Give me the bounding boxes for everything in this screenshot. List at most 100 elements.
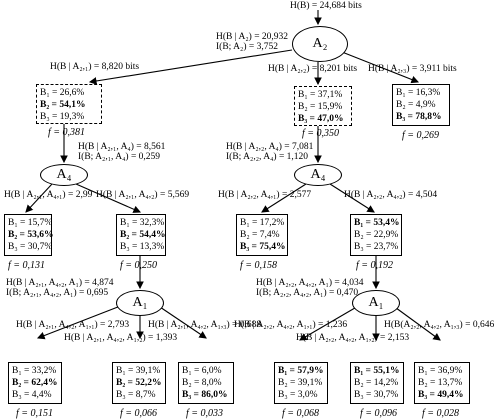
a1l-i-label: I(B; A₂,₁, A₄,₂, A₁) = 0,695 xyxy=(6,288,109,298)
edge-a4l-b2 xyxy=(75,183,142,213)
a4r-b2-distribution-box: B₁ = 53,4% B₂ = 22,9% B₃ = 23,7% xyxy=(350,214,402,256)
a1r-b1-distribution-box: B₁ = 57,9% B₂ = 39,1% B₃ = 3,0% xyxy=(274,362,328,404)
a2-b3-row-2: B₂ = 4,9% xyxy=(396,100,436,110)
a4r-b1-distribution-box: B₁ = 17,2% B₂ = 7,4% B₃ = 75,4% xyxy=(236,214,288,256)
a1l-b1-distribution-box: B₁ = 33,2% B₂ = 62,4% B₃ = 4,4% xyxy=(8,362,62,404)
a4l-b1-row-2: B₂ = 53,6% xyxy=(8,230,54,240)
a1r-b3-row-2: B₂ = 13,7% xyxy=(418,378,463,388)
a1l-b2-row-1: B₁ = 39,1% xyxy=(116,366,161,376)
a2-b3-row-3: B₃ = 78,8% xyxy=(396,112,442,122)
a4r-b2-f: f = 0,192 xyxy=(356,260,394,271)
node-a2: A₂ xyxy=(292,26,348,62)
a1r-b2-distribution-box: B₁ = 55,1% B₂ = 14,2% B₃ = 30,7% xyxy=(350,362,404,404)
node-a1-left: A₁ xyxy=(116,290,164,316)
a4l-b2-f: f = 0,250 xyxy=(120,260,158,271)
a1l-b2-row-3: B₃ = 8,7% xyxy=(116,390,156,400)
a4l-b2-row-2: B₂ = 54,4% xyxy=(120,230,166,240)
a1l-b3-row-3: B₃ = 86,0% xyxy=(182,390,228,400)
a1r-h-label: H(B | A₂,₂, A₄,₂, A₁) = 4,034 xyxy=(256,278,364,288)
a2-b3-distribution-box: B₁ = 16,3% B₂ = 4,9% B₃ = 78,8% xyxy=(392,84,450,126)
a1r-b1-h-label: H(B | A₂,₂, A₄,₂, A₁,₁) = 1,236 xyxy=(234,320,348,330)
a1l-b3-h-label: H(B | A₂,₁, A₄,₂, A₁,₃) = 0,688 xyxy=(148,320,262,330)
a4l-b2-row-3: B₃ = 13,3% xyxy=(120,242,165,252)
a1l-b2-f: f = 0,066 xyxy=(120,408,158,419)
a4l-h-label: H(B | A₂,₁, A₄) = 8,561 xyxy=(78,142,166,152)
edge-a4l-b1 xyxy=(25,183,53,213)
a4r-b1-row-3: B₃ = 75,4% xyxy=(240,242,286,252)
a1l-b3-f: f = 0,033 xyxy=(186,408,224,419)
edge-a2-b3 xyxy=(341,51,420,84)
a2-b2-f: f = 0,350 xyxy=(302,128,340,139)
edge-a1r-b3 xyxy=(391,304,441,341)
edge-a1r-b1 xyxy=(299,304,361,341)
root-entropy-label: H(B) = 24,684 bits xyxy=(290,1,362,11)
a1l-h-label: H(B | A₂,₁, A₄,₂, A₁) = 4,874 xyxy=(6,278,114,288)
a1r-b2-row-3: B₃ = 30,7% xyxy=(354,390,399,400)
edge-a4r-b2 xyxy=(329,183,375,213)
a4r-b1-f: f = 0,158 xyxy=(240,260,278,271)
a1l-b3-row-1: B₁ = 6,0% xyxy=(182,366,222,376)
a2-b1-f: f = 0,381 xyxy=(48,127,86,138)
a1l-b2-row-2: B₂ = 52,2% xyxy=(116,378,162,388)
a2-b1-row-2: B₂ = 54,1% xyxy=(40,100,86,110)
edge-a1l-b1 xyxy=(36,304,124,340)
node-a4-left: A₄ xyxy=(40,164,88,186)
a1r-b1-row-3: B₃ = 3,0% xyxy=(278,390,318,400)
a1l-b1-h-label: H(B | A₂,₁, A₄,₂, A₁,₁) = 2,793 xyxy=(16,320,130,330)
node-a1-right: A₁ xyxy=(352,290,400,316)
a1l-b2-h-label: H(B | A₂,₁, A₄,₂, A₁,₂) = 1,393 xyxy=(64,333,178,343)
a1l-b3-distribution-box: B₁ = 6,0% B₂ = 8,0% B₃ = 86,0% xyxy=(178,362,234,404)
a4l-b1-h-label: H(B | A₂,₁, A₄,₁) = 2,99 xyxy=(4,190,93,200)
a4r-b1-h-label: H(B | A₂,₂, A₄,₁) = 2,577 xyxy=(218,190,312,200)
a4r-b2-h-label: H(B | A₂,₂, A₄,₂) = 4,504 xyxy=(344,190,438,200)
a1r-b3-row-1: B₁ = 36,9% xyxy=(418,366,463,376)
a1l-b2-distribution-box: B₁ = 39,1% B₂ = 52,2% B₃ = 8,7% xyxy=(112,362,166,404)
a4l-b1-row-3: B₃ = 30,7% xyxy=(8,242,53,252)
a1r-b2-h-label: H(B | A₂,₂, A₄,₂, A₁,₂) = 2,153 xyxy=(296,333,410,343)
a1r-i-label: I(B; A₂,₂, A₄,₂, A₁) = 0,470 xyxy=(256,288,359,298)
a1r-b3-f: f = 0,028 xyxy=(422,408,460,419)
a1l-b1-f: f = 0,151 xyxy=(16,408,54,419)
tree-edges xyxy=(25,10,441,342)
edge-a4r-b1 xyxy=(261,183,307,213)
a4l-b1-f: f = 0,131 xyxy=(8,260,46,271)
a2-b2-row-1: B₁ = 37,1% xyxy=(298,90,343,100)
a2-i-label: I(B; A₂) = 3,752 xyxy=(216,42,278,52)
a1r-b1-row-1: B₁ = 57,9% xyxy=(278,366,324,376)
a4l-b2-h-label: H(B | A₂,₁, A₄,₂) = 5,569 xyxy=(96,190,190,200)
a1l-b1-row-1: B₁ = 33,2% xyxy=(12,366,57,376)
a1r-b2-f: f = 0,096 xyxy=(360,408,398,419)
a1r-b3-distribution-box: B₁ = 36,9% B₂ = 13,7% B₃ = 49,4% xyxy=(414,362,470,404)
a2-b2-row-2: B₂ = 15,9% xyxy=(298,102,343,112)
a2-b1-row-1: B₁ = 26,6% xyxy=(40,88,85,98)
decision-tree-diagram: H(B) = 24,684 bits A₂ H(B | A₂) = 20,932… xyxy=(4,1,494,419)
a2-b1-row-3: B₃ = 19,3% xyxy=(40,112,85,122)
a4r-b2-row-3: B₃ = 23,7% xyxy=(354,242,399,252)
a4r-i-label: I(B; A₂,₂, A₄) = 1,120 xyxy=(226,152,309,162)
a4l-b2-row-1: B₁ = 32,3% xyxy=(120,218,165,228)
a4l-b1-row-1: B₁ = 15,7% xyxy=(8,218,53,228)
a2-b2-distribution-box: B₁ = 37,1% B₂ = 15,9% B₃ = 47,0% xyxy=(294,86,352,126)
a1r-b3-row-3: B₃ = 49,4% xyxy=(418,390,464,400)
a4l-i-label: I(B; A₂,₁, A₄) = 0,259 xyxy=(78,152,161,162)
a4r-b1-row-2: B₂ = 7,4% xyxy=(240,230,280,240)
a2-b2-row-3: B₃ = 47,0% xyxy=(298,114,344,124)
a4r-b2-row-2: B₂ = 22,9% xyxy=(354,230,399,240)
a1l-b3-row-2: B₂ = 8,0% xyxy=(182,378,222,388)
a2-b3-f: f = 0,269 xyxy=(402,130,440,141)
a2-b3-h-label: H(B | A₂,₃) = 3,911 bits xyxy=(368,64,457,74)
a1r-b3-h-label: H(B(A₂,₂, A₄,₂, A₁,₃) = 0,646 xyxy=(384,320,494,330)
a2-h-label: H(B | A₂) = 20,932 xyxy=(216,32,289,42)
a4l-b2-distribution-box: B₁ = 32,3% B₂ = 54,4% B₃ = 13,3% xyxy=(116,214,166,256)
a2-b3-row-1: B₁ = 16,3% xyxy=(396,88,441,98)
a1r-b2-row-2: B₂ = 14,2% xyxy=(354,378,399,388)
edge-a2-b1 xyxy=(88,49,293,85)
a1r-b1-f: f = 0,068 xyxy=(282,408,320,419)
node-a4-right: A₄ xyxy=(294,164,342,186)
a4r-b1-row-1: B₁ = 17,2% xyxy=(240,218,285,228)
a1l-b1-row-3: B₃ = 4,4% xyxy=(12,390,52,400)
a2-b2-h-label: H(B | A₂,₂) = 8,201 bits xyxy=(268,64,358,74)
a2-b1-h-label: H(B | A₂,₁) = 8,820 bits xyxy=(50,62,140,72)
edge-a1l-b3 xyxy=(156,304,207,339)
a1l-b1-row-2: B₂ = 62,4% xyxy=(12,378,58,388)
